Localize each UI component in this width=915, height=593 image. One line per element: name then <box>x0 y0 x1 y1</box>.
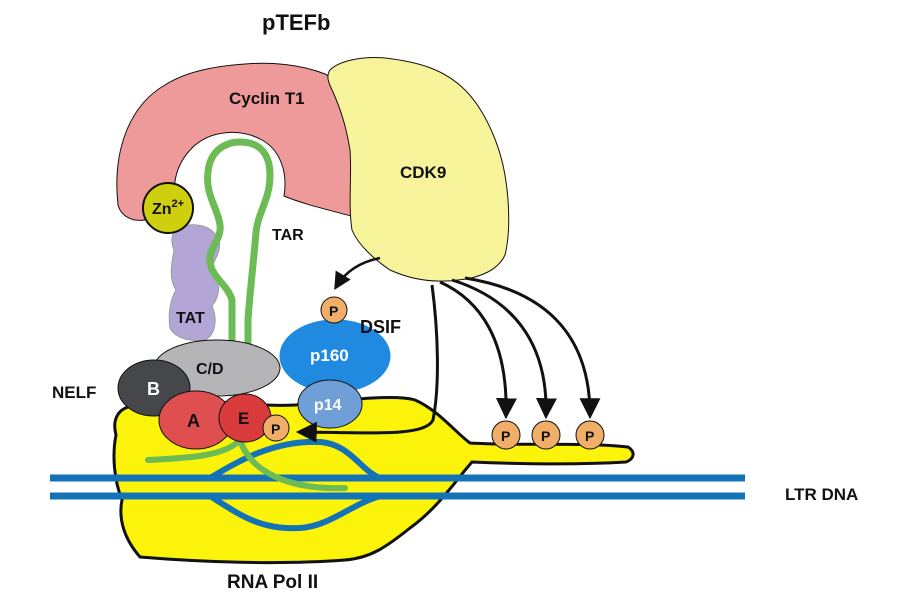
zinc-ion <box>142 182 194 234</box>
label-p-ctd-2: P <box>541 428 550 444</box>
dsif-p14 <box>297 379 363 429</box>
arrow-to-ctd-p2 <box>451 278 557 420</box>
label-ltr-dna: LTR DNA <box>785 485 858 504</box>
label-p-dsif: P <box>329 303 338 319</box>
label-zn: Zn2+ <box>152 198 184 218</box>
label-e: E <box>238 409 249 428</box>
label-a: A <box>187 411 200 431</box>
phosphate-dsif <box>320 296 348 324</box>
label-b: B <box>147 379 160 399</box>
dna-bubble-lower <box>170 493 381 532</box>
label-p-nelf-e: P <box>271 421 280 437</box>
label-p14: p14 <box>314 397 342 414</box>
label-p160: p160 <box>310 346 349 365</box>
arrow-to-dsif-p <box>334 256 381 291</box>
label-p-ctd-3: P <box>585 428 594 444</box>
label-cd: C/D <box>196 361 224 378</box>
title-ptefb: pTEFb <box>262 10 330 35</box>
arrow-to-ctd-p1 <box>439 280 517 420</box>
phosphate-ctd-1 <box>491 420 521 450</box>
tar-rna-hairpin <box>204 138 274 359</box>
arrow-to-ctd-p3 <box>464 276 601 420</box>
phosphate-ctd-3 <box>575 420 605 450</box>
label-nelf: NELF <box>52 383 96 402</box>
label-cyclin-t1: Cyclin T1 <box>229 89 305 108</box>
label-tar: TAR <box>272 227 304 244</box>
label-tat: TAT <box>176 310 205 327</box>
phosphate-nelf-e <box>262 414 290 442</box>
label-dsif: DSIF <box>360 317 401 337</box>
label-p-ctd-1: P <box>501 428 510 444</box>
arrow-to-ctd-p <box>295 284 439 443</box>
phosphate-ctd-2 <box>531 420 561 450</box>
label-rna-pol-ii: RNA Pol II <box>227 572 318 593</box>
label-cdk9: CDK9 <box>400 163 446 182</box>
